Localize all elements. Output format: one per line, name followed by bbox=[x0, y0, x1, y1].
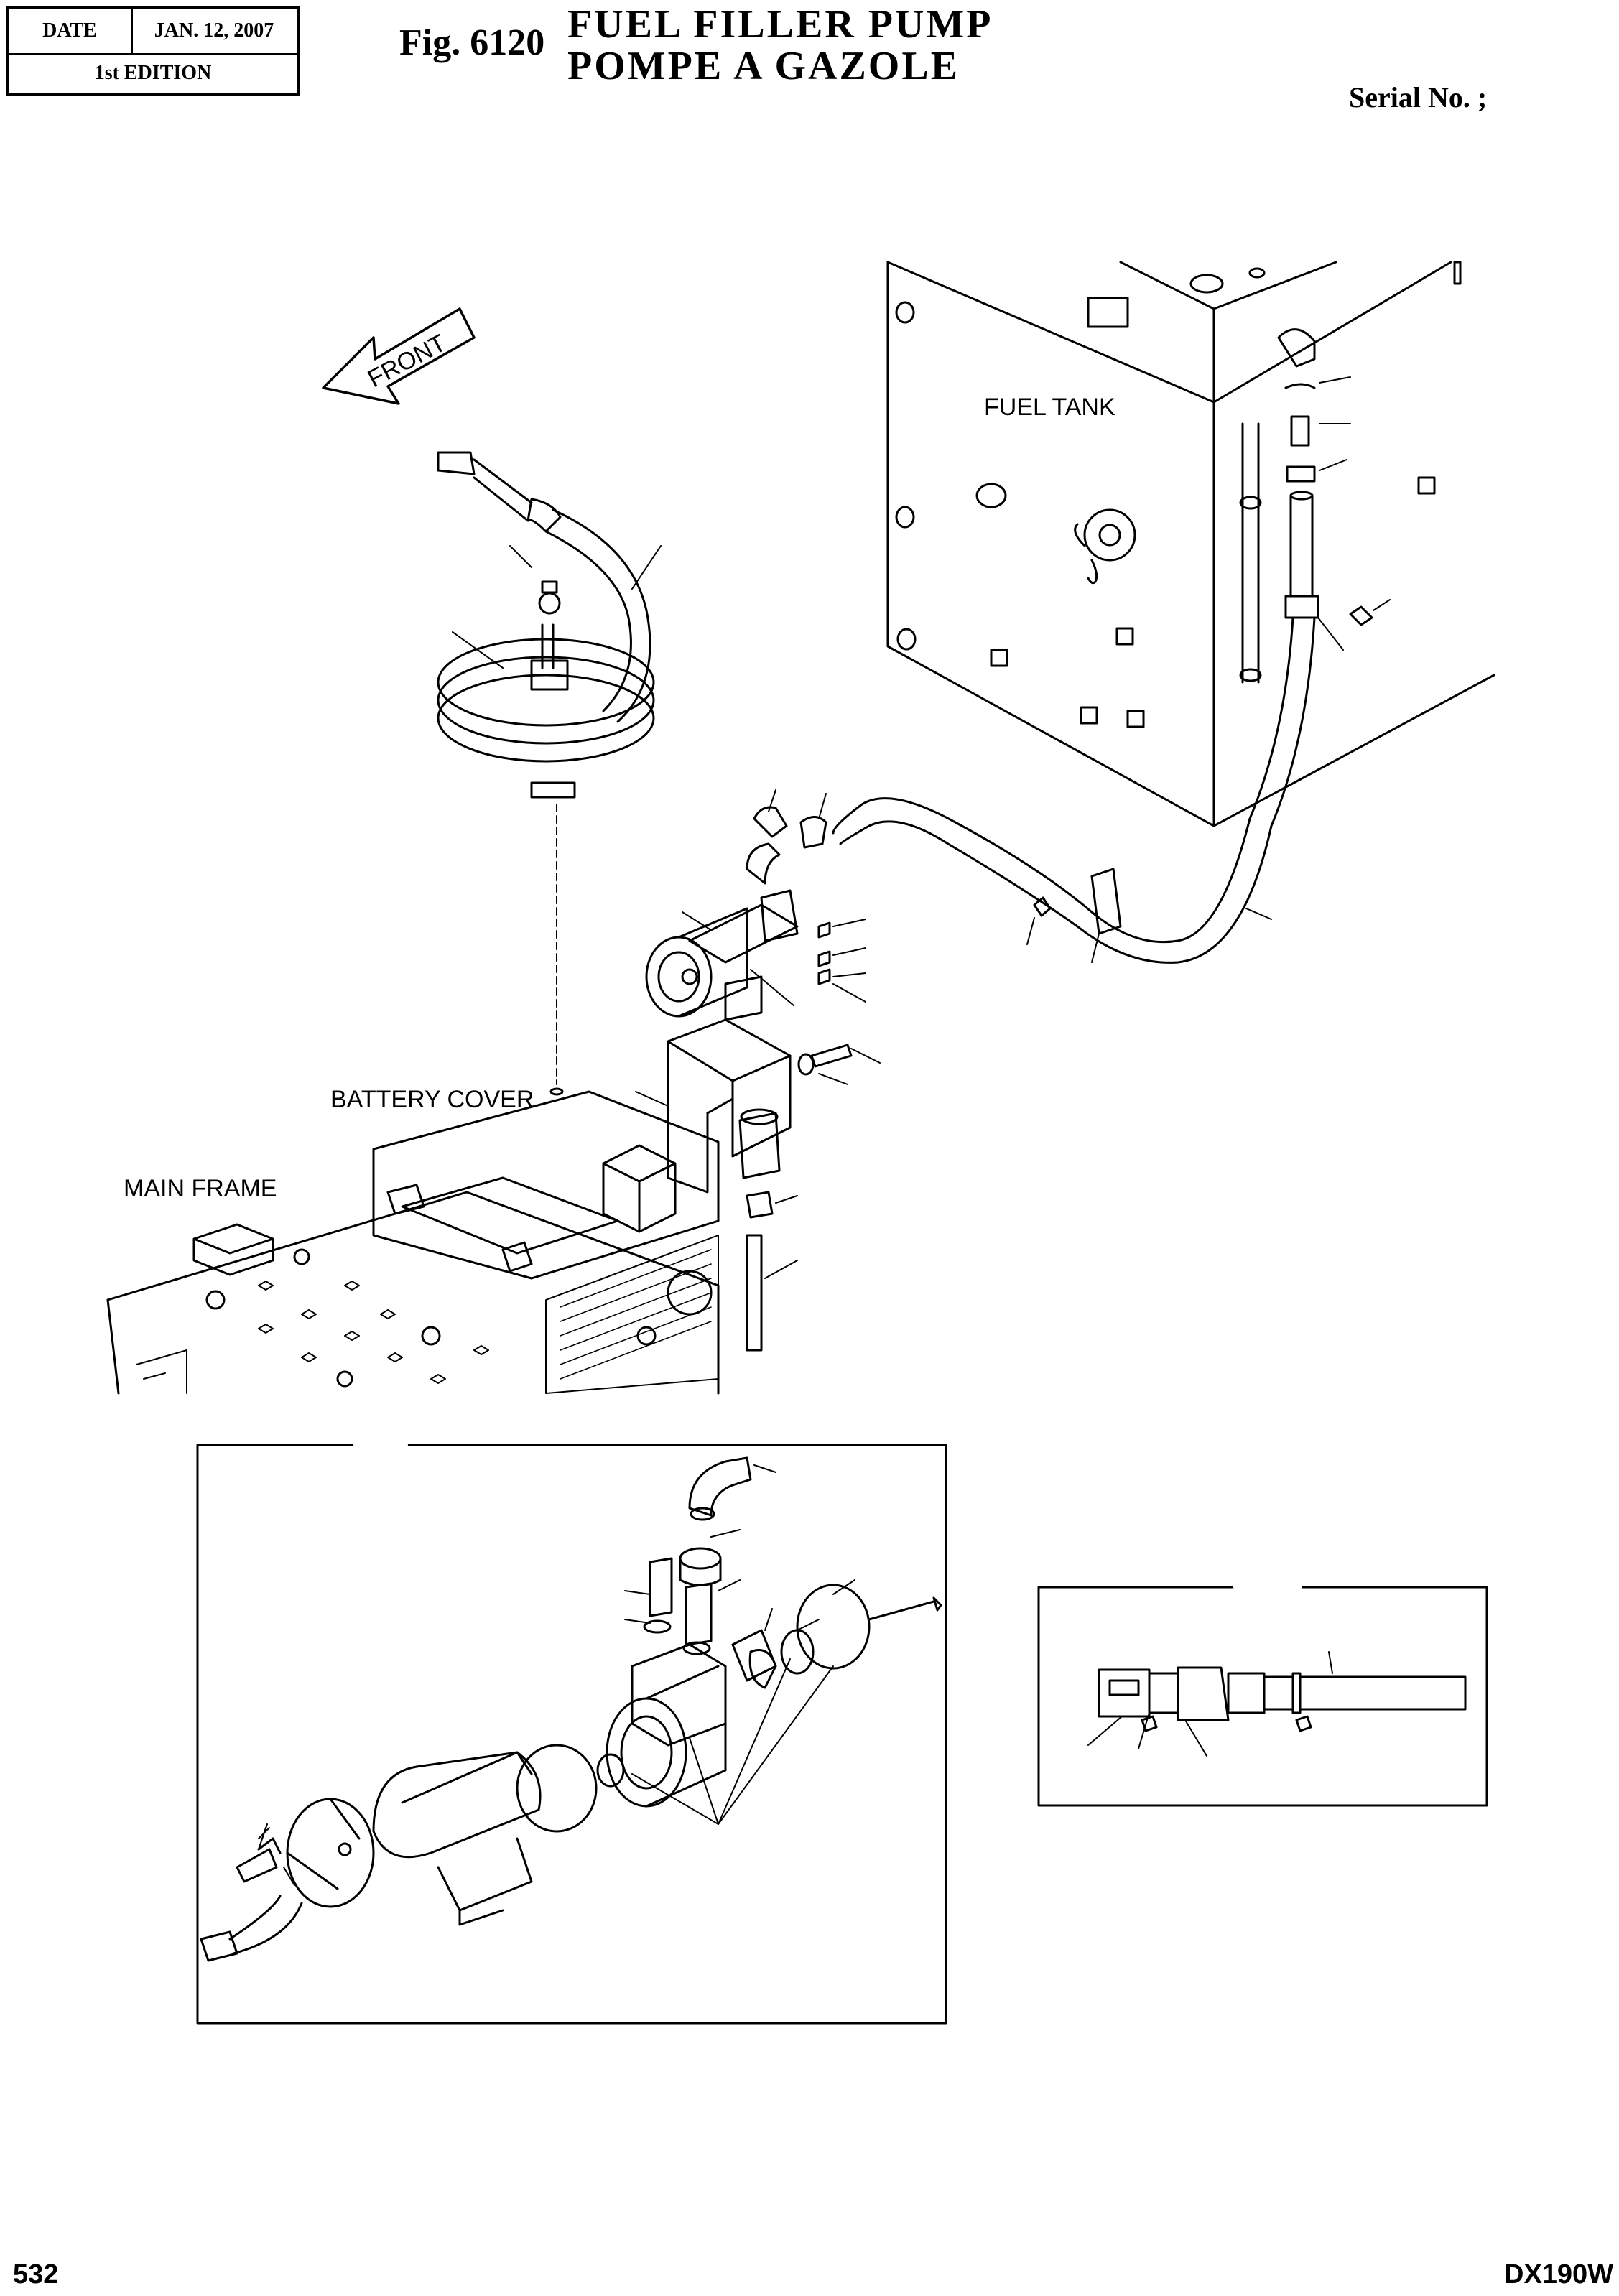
tank-hose bbox=[832, 616, 1316, 964]
front-arrow: FRONT bbox=[322, 307, 476, 405]
main-frame: BATTERY COVER MAIN FRAME bbox=[106, 1086, 720, 1395]
pump-assembly bbox=[645, 789, 866, 1021]
coiled-hose bbox=[437, 451, 662, 1096]
battery-cover-label: BATTERY COVER bbox=[330, 1086, 534, 1113]
pump-detail-box bbox=[196, 1444, 947, 2025]
fuel-tank: FUEL TANK bbox=[886, 261, 1495, 827]
pump-bracket bbox=[602, 1018, 881, 1352]
header-info-box: DATE JAN. 12, 2007 1st EDITION bbox=[6, 6, 300, 96]
model-number: DX190W bbox=[1504, 2259, 1614, 2290]
title-english: FUEL FILLER PUMP bbox=[567, 2, 993, 47]
date-value: JAN. 12, 2007 bbox=[131, 9, 297, 55]
date-label: DATE bbox=[9, 9, 133, 55]
serial-number: Serial No. ; bbox=[1349, 81, 1488, 113]
fuel-tank-label: FUEL TANK bbox=[984, 394, 1115, 421]
figure-number: Fig. 6120 bbox=[399, 22, 545, 63]
edition-label: 1st EDITION bbox=[94, 62, 212, 84]
nozzle-view bbox=[1087, 1651, 1467, 1757]
nozzle-detail-box bbox=[1037, 1586, 1488, 1807]
main-frame-label: MAIN FRAME bbox=[124, 1175, 277, 1202]
title-french: POMPE A GAZOLE bbox=[567, 44, 960, 88]
pump-exploded-view bbox=[200, 1456, 942, 1962]
tank-fittings bbox=[1277, 328, 1391, 651]
page-number: 532 bbox=[13, 2259, 59, 2290]
